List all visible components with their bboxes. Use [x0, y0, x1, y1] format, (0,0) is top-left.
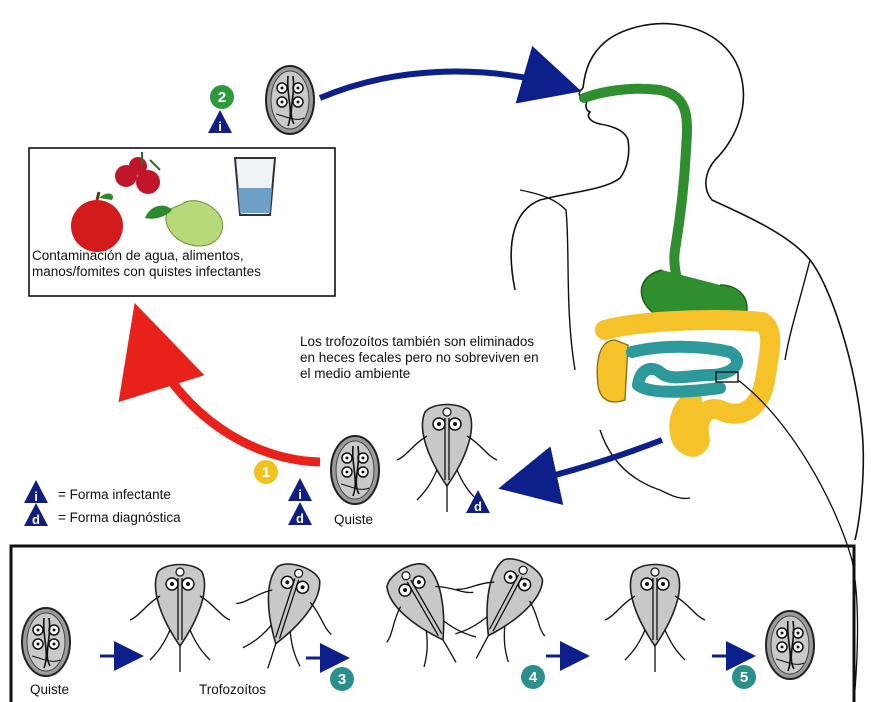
excystation-panel: 3 4 5 Quiste Trofozoítos — [11, 540, 854, 702]
step-4-badge: 4 — [521, 665, 545, 689]
panel-trophozoite-a — [130, 565, 230, 673]
svg-text:2: 2 — [218, 89, 226, 106]
svg-text:i: i — [298, 487, 302, 502]
panel-cyst-end — [766, 611, 814, 679]
cyst-in-stool — [331, 436, 379, 504]
water-glass-icon — [235, 158, 275, 215]
panel-cyst-start — [22, 608, 70, 676]
ingestion-arrow — [320, 72, 570, 98]
legend: i = Forma infectante d = Forma diagnósti… — [24, 480, 181, 527]
step-3-badge: 3 — [330, 667, 354, 691]
legend-diagnostic-label: = Forma diagnóstica — [58, 510, 181, 525]
cyst-label-top: Quiste — [334, 512, 373, 527]
diagnostic-marker-stool-troph: d — [466, 490, 490, 514]
svg-text:i: i — [218, 119, 222, 134]
svg-text:3: 3 — [338, 671, 346, 688]
legend-infective-label: = Forma infectante — [58, 487, 171, 502]
contamination-arrow — [140, 320, 320, 462]
digestive-tract — [584, 89, 858, 690]
panel-dividing-a — [359, 544, 499, 687]
excretion-arrow — [510, 440, 662, 486]
diagnostic-marker-stool-cyst: d — [288, 502, 312, 526]
contamination-caption: Contaminación de agua, alimentos, manos/… — [32, 248, 334, 280]
svg-text:1: 1 — [262, 464, 270, 481]
trophozoite-note: Los trofozoítos también son eliminados e… — [300, 334, 550, 382]
svg-text:4: 4 — [529, 669, 538, 686]
step-2-badge: 2 — [210, 85, 234, 109]
svg-text:i: i — [34, 489, 38, 504]
step-1-badge: 1 — [254, 460, 278, 484]
svg-text:d: d — [32, 512, 40, 527]
svg-text:d: d — [474, 499, 482, 514]
legend-infective-icon: i — [24, 480, 48, 504]
trophozoites-label: Trofozoítos — [199, 682, 266, 697]
trophozoite-in-stool — [397, 405, 497, 513]
svg-text:d: d — [296, 511, 304, 526]
cyst-ingested — [266, 66, 314, 134]
panel-trophozoite-b — [220, 551, 348, 684]
panel-dividing-b — [432, 540, 571, 682]
panel-trophozoite-c — [605, 565, 705, 673]
infective-marker-top: i — [208, 110, 232, 134]
step-5-badge: 5 — [732, 665, 756, 689]
svg-text:5: 5 — [740, 669, 748, 686]
cyst-label-bottom: Quiste — [30, 682, 69, 697]
infective-marker-stool: i — [288, 478, 312, 502]
legend-diagnostic-icon: d — [24, 503, 48, 527]
